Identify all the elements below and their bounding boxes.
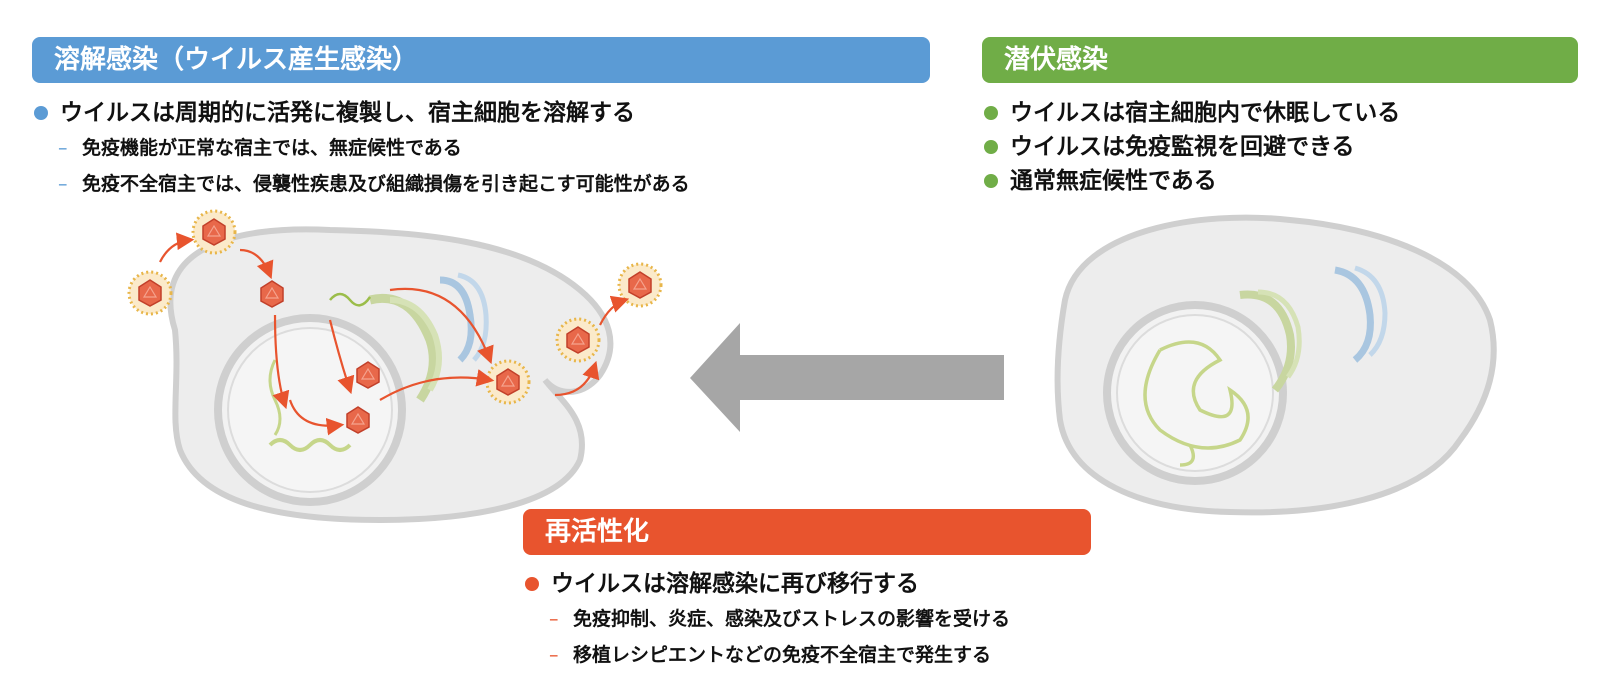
- dash-icon: –: [549, 608, 559, 630]
- latent-bullet-text: ウイルスは宿主細胞内で休眠している: [1010, 100, 1401, 126]
- bullet-dot-icon: [984, 140, 998, 154]
- reactivation-subbullet: – 免疫抑制、炎症、感染及びストレスの影響を受ける: [525, 601, 1010, 637]
- lytic-cycle-arrows: [159, 232, 630, 436]
- latent-infection-title: 潜伏感染: [1004, 45, 1109, 75]
- latent-er-icon: [1334, 266, 1374, 363]
- reactivation-subbullet: – 移植レシピエントなどの免疫不全宿主で発生する: [525, 637, 1010, 673]
- lytic-infection-banner: 溶解感染（ウイルス産生感染）: [32, 37, 930, 83]
- reactivation-bullet: ウイルスは溶解感染に再び移行する: [525, 567, 1010, 601]
- dash-icon: –: [58, 173, 68, 195]
- viral-dna-icon: [268, 438, 352, 452]
- reactivation-title: 再活性化: [545, 517, 650, 547]
- latent-bullet: ウイルスは宿主細胞内で休眠している: [984, 96, 1400, 130]
- bullet-dot-icon: [34, 106, 48, 120]
- dash-icon: –: [58, 137, 68, 159]
- reactivation-subbullet-text: 移植レシピエントなどの免疫不全宿主で発生する: [573, 644, 992, 666]
- lytic-subbullet: – 免疫不全宿主では、侵襲性疾患及び組織損傷を引き起こす可能性がある: [34, 166, 690, 202]
- lytic-subbullet: – 免疫機能が正常な宿主では、無症候性である: [34, 130, 690, 166]
- lytic-cell-icon: [127, 209, 663, 524]
- lytic-bullet-list: ウイルスは周期的に活発に複製し、宿主細胞を溶解する – 免疫機能が正常な宿主では…: [34, 96, 690, 202]
- latent-viral-dna-icon: [1143, 340, 1250, 467]
- reactivation-bullet-text: ウイルスは溶解感染に再び移行する: [551, 571, 919, 597]
- latent-bullet: 通常無症候性である: [984, 164, 1400, 198]
- latent-bullet-list: ウイルスは宿主細胞内で休眠している ウイルスは免疫監視を回避できる 通常無症候性…: [984, 96, 1400, 198]
- latent-infection-banner: 潜伏感染: [982, 37, 1578, 83]
- latent-cell-icon: [1054, 214, 1497, 516]
- bullet-dot-icon: [525, 577, 539, 591]
- latent-bullet-text: ウイルスは免疫監視を回避できる: [1010, 134, 1355, 160]
- lytic-bullet-text: ウイルスは周期的に活発に複製し、宿主細胞を溶解する: [60, 100, 635, 126]
- er-icon: [439, 276, 475, 363]
- latent-golgi-icon: [1239, 290, 1295, 393]
- lytic-bullet: ウイルスは周期的に活発に複製し、宿主細胞を溶解する: [34, 96, 690, 130]
- latent-bullet: ウイルスは免疫監視を回避できる: [984, 130, 1400, 164]
- reactivation-subbullet-text: 免疫抑制、炎症、感染及びストレスの影響を受ける: [573, 608, 1011, 630]
- lytic-subbullet-text: 免疫不全宿主では、侵襲性疾患及び組織損傷を引き起こす可能性がある: [82, 173, 690, 195]
- dash-icon: –: [549, 644, 559, 666]
- bullet-dot-icon: [984, 106, 998, 120]
- reactivation-banner: 再活性化: [523, 509, 1091, 555]
- lytic-infection-title: 溶解感染（ウイルス産生感染）: [54, 45, 419, 75]
- latent-bullet-text: 通常無症候性である: [1010, 168, 1217, 194]
- left-arrow-icon: [690, 323, 1004, 432]
- reactivation-bullet-list: ウイルスは溶解感染に再び移行する – 免疫抑制、炎症、感染及びストレスの影響を受…: [525, 567, 1010, 673]
- lytic-subbullet-text: 免疫機能が正常な宿主では、無症候性である: [82, 137, 462, 159]
- bullet-dot-icon: [984, 174, 998, 188]
